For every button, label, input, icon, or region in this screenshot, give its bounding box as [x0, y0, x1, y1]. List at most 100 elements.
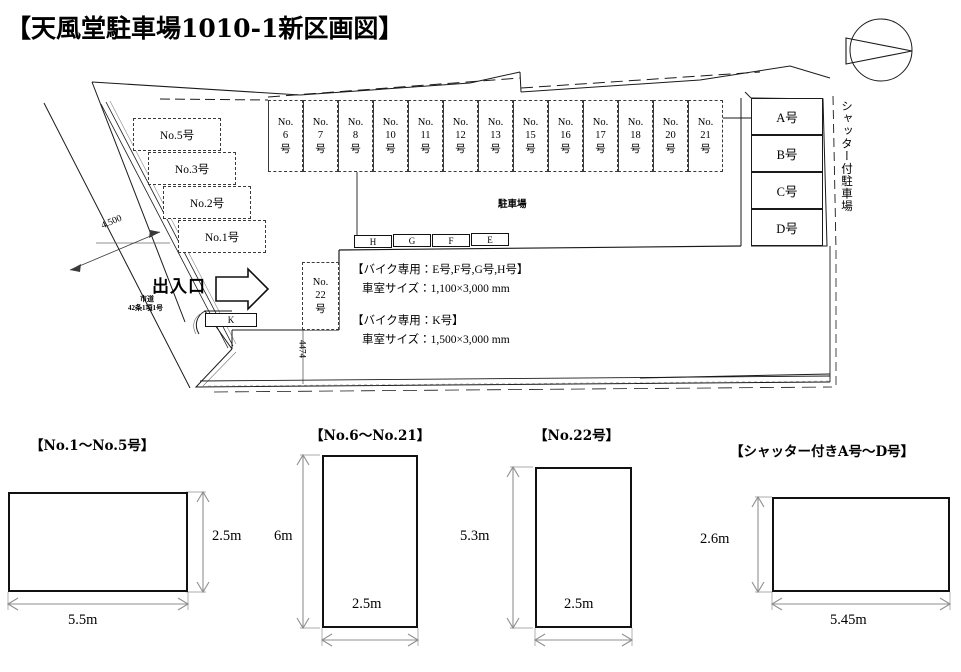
detail-caption: 【No.22号】 — [534, 428, 620, 444]
stall-prefix: No. — [487, 116, 504, 128]
stall-number: 7 — [317, 130, 324, 142]
stall-prefix: No. — [662, 116, 679, 128]
detail-width-dim: 2.5m — [352, 596, 382, 612]
detail-box — [8, 492, 188, 592]
stall-prefix: No. — [592, 116, 609, 128]
bike-stall-k[interactable]: K — [205, 313, 257, 327]
stall-number: 15 — [525, 130, 536, 142]
stall-cell[interactable]: No. 13 号 — [478, 100, 513, 172]
stall-prefix: No. — [312, 276, 329, 288]
annotation-bike-k-line2: 車室サイズ：1,500×3,000 mm — [362, 334, 510, 346]
detail-box — [535, 467, 632, 628]
stall-no2[interactable]: No.2号 — [163, 186, 251, 219]
entrance-arrow-icon — [215, 267, 270, 311]
annotation-bike-efgh-line1: 【バイク専用：E号,F号,G号,H号】 — [352, 264, 529, 276]
annotation-bike-efgh-line2: 車室サイズ：1,100×3,000 mm — [362, 283, 510, 295]
stall-suffix: 号 — [350, 143, 361, 155]
stall-suffix: 号 — [280, 143, 291, 155]
stall-prefix: No. — [522, 116, 539, 128]
stall-suffix: 号 — [420, 143, 431, 155]
stall-suffix: 号 — [315, 303, 326, 315]
stall-cell[interactable]: No. 15 号 — [513, 100, 548, 172]
shutter-stall-d[interactable]: D号 — [751, 209, 823, 246]
stall-number: 20 — [665, 130, 676, 142]
detail-width-dim: 2.5m — [564, 596, 594, 612]
stall-no3[interactable]: No.3号 — [148, 152, 236, 185]
stall-number: 8 — [352, 130, 359, 142]
detail-height-dim: 5.3m — [460, 528, 490, 544]
stall-suffix: 号 — [630, 143, 641, 155]
shutter-stall-c[interactable]: C号 — [751, 172, 823, 209]
bike-stall-f[interactable]: F — [432, 234, 470, 247]
entrance-label: 出入口 — [152, 277, 206, 296]
stall-prefix: No. — [452, 116, 469, 128]
shutter-area-label: シャッター付駐車場 — [840, 100, 852, 213]
shutter-stall-a[interactable]: A号 — [751, 98, 823, 135]
stall-no5[interactable]: No.5号 — [133, 118, 221, 151]
stall-suffix: 号 — [315, 143, 326, 155]
road-label-line1: 市道 — [140, 295, 154, 303]
top-stall-row: No. 6 号 No. 7 号 No. 8 号 No. 10 号 No. 11 … — [268, 100, 723, 172]
stall-number: 18 — [630, 130, 641, 142]
stall-cell[interactable]: No. 6 号 — [268, 100, 303, 172]
stall-prefix: No. — [382, 116, 399, 128]
stall-cell[interactable]: No. 8 号 — [338, 100, 373, 172]
stall-suffix: 号 — [560, 143, 571, 155]
stall-prefix: No. — [417, 116, 434, 128]
detail-height-dim: 2.5m — [212, 528, 242, 544]
stall-number: 22 — [315, 290, 326, 302]
stall-prefix: No. — [557, 116, 574, 128]
stall-suffix: 号 — [700, 143, 711, 155]
stall-no1[interactable]: No.1号 — [178, 220, 266, 253]
parking-area-label: 駐車場 — [498, 200, 527, 210]
stall-number: 17 — [595, 130, 606, 142]
stall-cell[interactable]: No. 7 号 — [303, 100, 338, 172]
north-arrow-icon — [845, 18, 913, 82]
dimension-4474: 4474 — [297, 340, 308, 358]
stall-number: 13 — [490, 130, 501, 142]
detail-width-dim: 5.45m — [830, 612, 867, 628]
stall-prefix: No. — [697, 116, 714, 128]
detail-caption: 【No.6～No.21】 — [310, 428, 431, 444]
stall-suffix: 号 — [385, 143, 396, 155]
stall-prefix: No. — [277, 116, 294, 128]
stall-cell[interactable]: No. 17 号 — [583, 100, 618, 172]
stall-suffix: 号 — [665, 143, 676, 155]
bike-stall-e[interactable]: E — [471, 233, 509, 246]
stall-cell[interactable]: No. 12 号 — [443, 100, 478, 172]
stall-number: 6 — [282, 130, 289, 142]
road-label-line2: 42条1項1号 — [128, 304, 163, 312]
stall-prefix: No. — [312, 116, 329, 128]
stall-prefix: No. — [347, 116, 364, 128]
detail-caption: 【シャッター付きA号～D号】 — [730, 444, 915, 460]
stall-cell[interactable]: No. 20 号 — [653, 100, 688, 172]
shutter-stall-b[interactable]: B号 — [751, 135, 823, 172]
stall-no22[interactable]: No. 22 号 — [302, 262, 339, 330]
bike-stall-h[interactable]: H — [354, 235, 392, 248]
stall-cell[interactable]: No. 21 号 — [688, 100, 723, 172]
bike-stall-g[interactable]: G — [393, 234, 431, 247]
shutter-stall-group: A号 B号 C号 D号 — [751, 98, 823, 246]
stall-prefix: No. — [627, 116, 644, 128]
stall-cell[interactable]: No. 18 号 — [618, 100, 653, 172]
detail-width-dim: 5.5m — [68, 612, 98, 628]
stall-suffix: 号 — [490, 143, 501, 155]
detail-box — [322, 455, 418, 628]
stall-number: 11 — [420, 130, 431, 142]
stall-cell[interactable]: No. 10 号 — [373, 100, 408, 172]
stall-number: 12 — [455, 130, 466, 142]
stall-number: 21 — [700, 130, 711, 142]
stall-number: 16 — [560, 130, 571, 142]
stall-number: 10 — [385, 130, 396, 142]
stall-suffix: 号 — [525, 143, 536, 155]
detail-box — [772, 497, 950, 592]
detail-caption: 【No.1～No.5号】 — [30, 438, 155, 454]
stall-cell[interactable]: No. 11 号 — [408, 100, 443, 172]
stall-cell[interactable]: No. 16 号 — [548, 100, 583, 172]
page-title: 【天風堂駐車場1010-1新区画図】 — [6, 14, 404, 43]
detail-height-dim: 2.6m — [700, 531, 730, 547]
detail-height-dim: 6m — [274, 528, 293, 544]
annotation-bike-k-line1: 【バイク専用：K号】 — [352, 315, 464, 327]
